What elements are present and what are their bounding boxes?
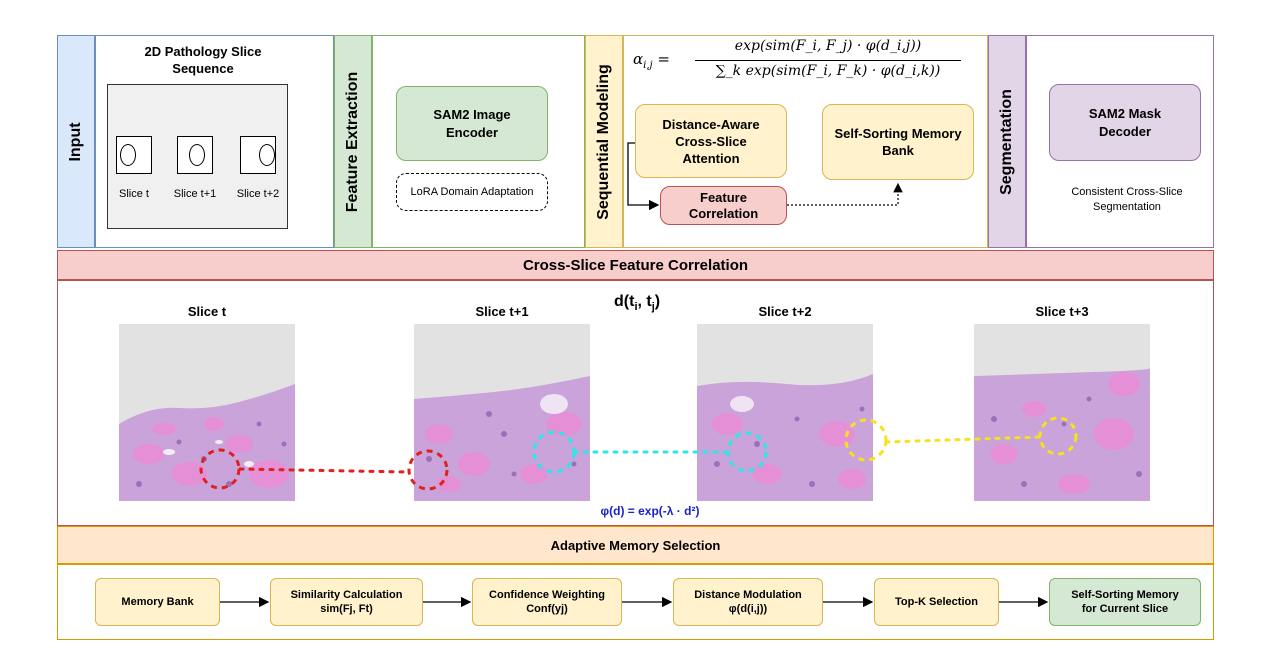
cross-slice-banner-label: Cross-Slice Feature Correlation xyxy=(522,256,749,274)
slice-title-t2: Slice t+2 xyxy=(758,304,812,319)
self-sorting-memory-bank-box: Self-Sorting Memory Bank xyxy=(822,104,974,180)
slice-label-t: Slice t xyxy=(119,188,149,200)
input-lane: Input xyxy=(57,35,95,248)
self-sorting-memory-bank-label: Self-Sorting Memory Bank xyxy=(834,126,962,158)
adaptive-memory-panel xyxy=(57,564,1214,640)
slice-icon-t xyxy=(116,136,152,174)
tissue-image-slice-t xyxy=(119,324,295,501)
cross-slice-banner: Cross-Slice Feature Correlation xyxy=(57,250,1214,280)
segmentation-lane: Segmentation xyxy=(988,35,1026,248)
lora-adaptation-label: LoRA Domain Adaptation xyxy=(410,186,534,198)
step-top-k-selection: Top-K Selection xyxy=(874,578,999,626)
adaptive-memory-banner: Adaptive Memory Selection xyxy=(57,526,1214,564)
attention-formula-numerator: exp(sim(F_i, F_j) · φ(d_i,j)) xyxy=(734,38,922,54)
yellow-correspondence-line xyxy=(884,435,1042,444)
distance-label: d(ti, tj) xyxy=(614,293,661,314)
phi-formula: φ(d) = exp(-λ · d²) xyxy=(600,504,700,518)
region-marker-t1-red xyxy=(407,449,449,491)
input-title: 2D Pathology Slice Sequence xyxy=(144,44,262,76)
sam2-image-encoder-box: SAM2 Image Encoder xyxy=(396,86,548,161)
attention-formula-lhs: αi,j = xyxy=(633,50,670,71)
sequential-modeling-lane: Sequential Modeling xyxy=(585,35,623,248)
adaptive-memory-banner-label: Adaptive Memory Selection xyxy=(550,537,721,553)
slice-title-t: Slice t xyxy=(187,304,227,319)
slice-label-t2: Slice t+2 xyxy=(236,188,280,200)
slice-label-t1: Slice t+1 xyxy=(173,188,217,200)
cross-slice-panel xyxy=(57,280,1214,526)
slice-title-t3: Slice t+3 xyxy=(1035,304,1089,319)
distance-aware-attention-label: Distance-Aware Cross-Slice Attention xyxy=(662,116,760,166)
tissue-image-slice-t3 xyxy=(974,324,1150,501)
region-marker-t xyxy=(199,448,241,490)
correlation-to-memory-arrow xyxy=(787,182,903,206)
slice-title-t1: Slice t+1 xyxy=(475,304,529,319)
segmentation-result-text: Consistent Cross-Slice Segmentation xyxy=(1071,186,1183,213)
lora-adaptation-box: LoRA Domain Adaptation xyxy=(396,173,548,211)
region-marker-t2-cyan xyxy=(726,431,768,473)
feature-extraction-lane: Feature Extraction xyxy=(334,35,372,248)
sam2-image-encoder-label: SAM2 Image Encoder xyxy=(433,106,511,140)
attention-formula-denominator: ∑_k exp(sim(F_i, F_k) · φ(d_i,k)) xyxy=(715,63,941,79)
slice-icon-t2 xyxy=(240,136,276,174)
attention-formula: αi,j = exp(sim(F_i, F_j) · φ(d_i,j)) ∑_k… xyxy=(633,38,963,86)
step-memory-bank: Memory Bank xyxy=(95,578,220,626)
region-marker-t2-yellow xyxy=(844,418,888,462)
region-marker-t3-yellow xyxy=(1038,416,1078,456)
sam2-mask-decoder-label: SAM2 Mask Decoder xyxy=(1088,105,1162,139)
region-marker-t1-cyan xyxy=(532,430,576,474)
slice-icon-t1 xyxy=(177,136,213,174)
feature-correlation-box: Feature Correlation xyxy=(660,186,787,225)
feature-correlation-label: Feature Correlation xyxy=(688,189,759,221)
sequential-modeling-arrows xyxy=(627,142,903,211)
distance-aware-attention-box: Distance-Aware Cross-Slice Attention xyxy=(635,104,787,178)
sam2-mask-decoder-box: SAM2 Mask Decoder xyxy=(1049,84,1201,161)
red-correspondence-line xyxy=(238,467,410,474)
memory-flow-arrows xyxy=(220,596,1049,608)
attention-to-correlation-arrow xyxy=(627,142,660,211)
